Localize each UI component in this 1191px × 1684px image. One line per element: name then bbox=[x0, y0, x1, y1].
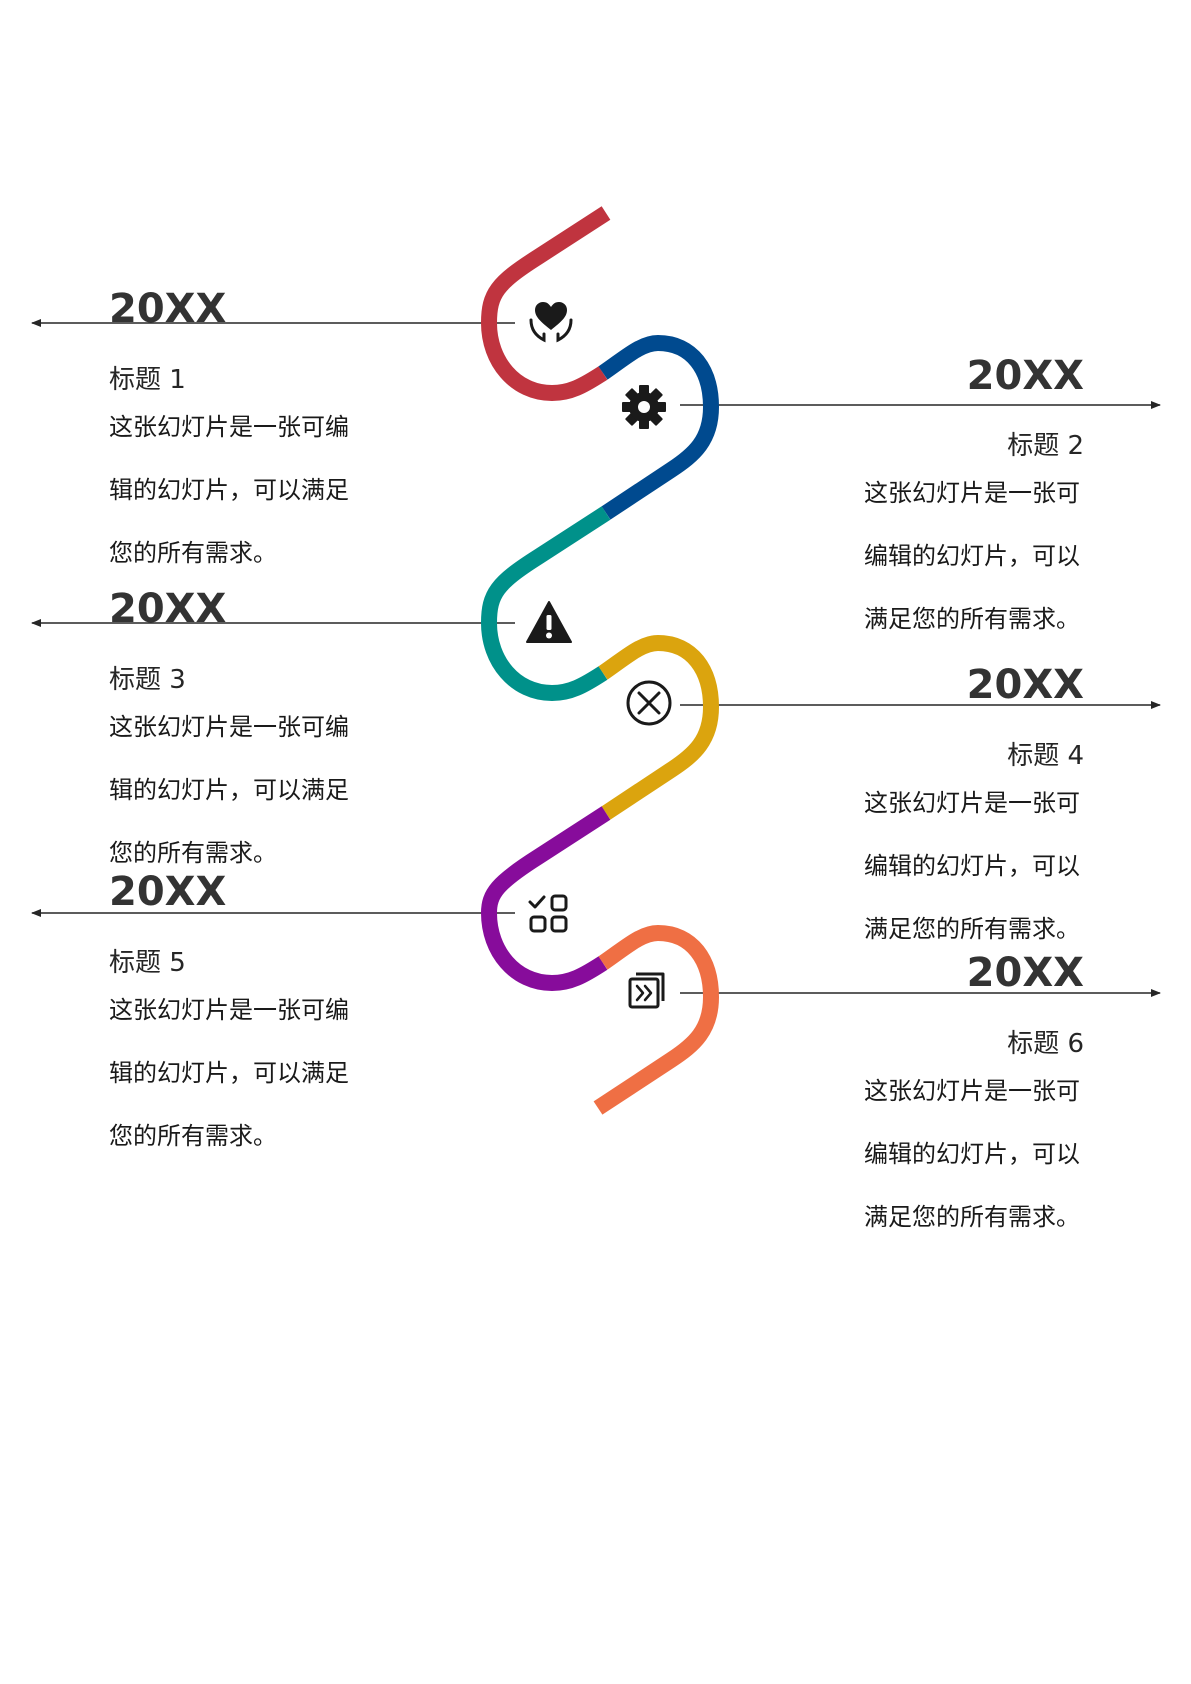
milestone-4-text-line-3: 满足您的所有需求。 bbox=[864, 915, 1080, 943]
milestone-4-year: 20XX bbox=[966, 662, 1084, 708]
milestone-6-text-line-1: 这张幻灯片是一张可 bbox=[864, 1077, 1080, 1105]
milestone-1-year: 20XX bbox=[109, 286, 227, 332]
milestone-2-text-line-1: 这张幻灯片是一张可 bbox=[864, 479, 1080, 507]
timeline-segment-6 bbox=[593, 925, 719, 1115]
milestone-6-text-line-3: 满足您的所有需求。 bbox=[864, 1203, 1080, 1231]
milestone-4-text-line-1: 这张幻灯片是一张可 bbox=[864, 789, 1080, 817]
milestone-5-title: 标题 5 bbox=[109, 948, 186, 978]
milestone-1-title: 标题 1 bbox=[109, 365, 186, 395]
checklist-grid-icon bbox=[526, 890, 576, 940]
timeline-segment-2 bbox=[598, 335, 719, 520]
forward-document-icon bbox=[622, 965, 672, 1015]
heart-hands-icon bbox=[526, 296, 576, 346]
milestone-2-title: 标题 2 bbox=[1007, 431, 1084, 461]
milestone-1-text-line-3: 您的所有需求。 bbox=[109, 539, 277, 567]
milestone-5-text-line-3: 您的所有需求。 bbox=[109, 1122, 277, 1150]
milestone-1-text-line-1: 这张幻灯片是一张可编 bbox=[109, 413, 349, 441]
gear-icon bbox=[619, 382, 669, 432]
close-circle-icon bbox=[624, 678, 674, 728]
milestone-6-title: 标题 6 bbox=[1007, 1029, 1084, 1059]
milestone-5-text-line-2: 辑的幻灯片，可以满足 bbox=[109, 1059, 349, 1087]
timeline-segment-3 bbox=[481, 506, 611, 701]
milestone-3-year: 20XX bbox=[109, 586, 227, 632]
milestone-3-text-line-2: 辑的幻灯片，可以满足 bbox=[109, 776, 349, 804]
milestone-1-text-line-2: 辑的幻灯片，可以满足 bbox=[109, 476, 349, 504]
milestone-6-year: 20XX bbox=[966, 950, 1084, 996]
milestone-2-text-line-3: 满足您的所有需求。 bbox=[864, 605, 1080, 633]
milestone-2-year: 20XX bbox=[966, 353, 1084, 399]
milestone-3-text-line-1: 这张幻灯片是一张可编 bbox=[109, 713, 349, 741]
milestone-5-text-line-1: 这张幻灯片是一张可编 bbox=[109, 996, 349, 1024]
milestone-3-title: 标题 3 bbox=[109, 665, 186, 695]
warning-icon bbox=[524, 598, 574, 648]
timeline-segment-1 bbox=[481, 206, 611, 401]
milestone-4-title: 标题 4 bbox=[1007, 741, 1084, 771]
connector-lines bbox=[31, 319, 1161, 997]
timeline-segment-4 bbox=[598, 635, 719, 820]
milestone-6-text-line-2: 编辑的幻灯片，可以 bbox=[864, 1140, 1080, 1168]
milestone-4-text-line-2: 编辑的幻灯片，可以 bbox=[864, 852, 1080, 880]
milestone-5-year: 20XX bbox=[109, 869, 227, 915]
timeline-segment-5 bbox=[481, 806, 611, 991]
milestone-2-text-line-2: 编辑的幻灯片，可以 bbox=[864, 542, 1080, 570]
milestone-3-text-line-3: 您的所有需求。 bbox=[109, 839, 277, 867]
